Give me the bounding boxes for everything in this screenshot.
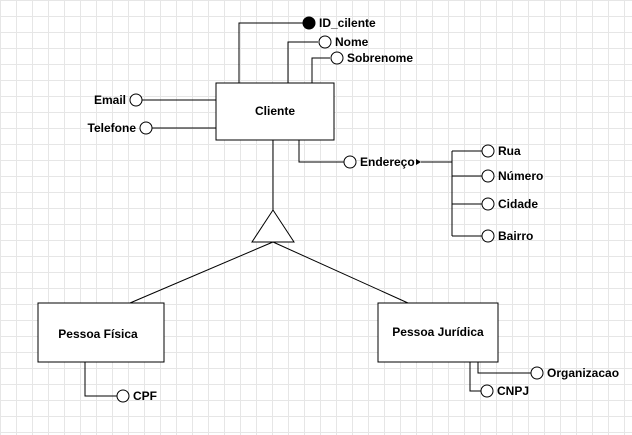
attribute-sobrenome-label: Sobrenome bbox=[347, 51, 413, 65]
specialization-triangle[interactable] bbox=[251, 209, 295, 243]
attribute-email[interactable]: Email bbox=[94, 93, 143, 107]
connector-id-cliente bbox=[238, 22, 303, 83]
attribute-cidade-label: Cidade bbox=[498, 197, 538, 211]
entity-pessoa-juridica-label: Pessoa Jurídica bbox=[392, 325, 484, 339]
attribute-marker bbox=[481, 169, 495, 183]
attribute-sobrenome[interactable]: Sobrenome bbox=[330, 51, 413, 65]
attribute-cpf-label: CPF bbox=[133, 389, 157, 403]
connector-sobrenome bbox=[311, 57, 330, 83]
connector-nome bbox=[287, 41, 318, 83]
attribute-telefone-label: Telefone bbox=[88, 121, 137, 135]
attribute-bairro-label: Bairro bbox=[498, 229, 533, 243]
entity-cliente[interactable]: Cliente bbox=[215, 82, 335, 141]
attribute-numero-label: Número bbox=[498, 169, 543, 183]
attribute-marker bbox=[481, 229, 495, 243]
attribute-marker bbox=[116, 389, 130, 403]
attribute-id-cliente[interactable]: ID_cilente bbox=[302, 16, 376, 30]
connector-endereco bbox=[298, 140, 344, 163]
attribute-marker bbox=[330, 51, 344, 65]
attribute-nome-label: Nome bbox=[335, 35, 369, 49]
attribute-organizacao[interactable]: Organizacao bbox=[530, 366, 619, 380]
attribute-telefone[interactable]: Telefone bbox=[88, 121, 153, 135]
connectors bbox=[84, 22, 531, 397]
connector-cpf bbox=[84, 362, 117, 397]
key-attribute-marker bbox=[302, 16, 316, 30]
connector-pessoa-juridica bbox=[272, 241, 409, 304]
attribute-rua-label: Rua bbox=[498, 144, 521, 158]
attribute-cnpj[interactable]: CNPJ bbox=[480, 384, 529, 398]
attribute-marker bbox=[481, 144, 495, 158]
attribute-cnpj-label: CNPJ bbox=[497, 384, 529, 398]
attribute-bairro[interactable]: Bairro bbox=[481, 229, 533, 243]
composite-attribute-marker bbox=[343, 155, 357, 169]
attribute-organizacao-label: Organizacao bbox=[547, 366, 619, 380]
attribute-marker bbox=[481, 197, 495, 211]
attribute-id-cliente-label: ID_cilente bbox=[319, 16, 376, 30]
entity-cliente-label: Cliente bbox=[255, 104, 295, 118]
attribute-marker bbox=[480, 384, 494, 398]
attribute-cidade[interactable]: Cidade bbox=[481, 197, 538, 211]
attribute-marker bbox=[139, 121, 153, 135]
entity-pessoa-fisica-label: Pessoa Física bbox=[58, 327, 138, 341]
attribute-endereco-label: Endereço bbox=[360, 155, 415, 169]
connector-pessoa-fisica bbox=[129, 241, 274, 304]
attribute-marker bbox=[318, 35, 332, 49]
connector-cnpj bbox=[469, 362, 481, 392]
attribute-email-label: Email bbox=[94, 93, 126, 107]
attribute-nome[interactable]: Nome bbox=[318, 35, 369, 49]
attribute-rua[interactable]: Rua bbox=[481, 144, 521, 158]
composite-arrow-icon bbox=[416, 159, 421, 165]
attribute-marker bbox=[129, 93, 143, 107]
attribute-marker bbox=[530, 366, 544, 380]
entity-pessoa-juridica[interactable]: Pessoa Jurídica bbox=[377, 302, 499, 363]
entity-pessoa-fisica[interactable]: Pessoa Física bbox=[37, 302, 165, 363]
attribute-endereco[interactable]: Endereço bbox=[343, 155, 421, 169]
connector-organizacao bbox=[477, 362, 531, 374]
attribute-cpf[interactable]: CPF bbox=[116, 389, 157, 403]
attribute-numero[interactable]: Número bbox=[481, 169, 543, 183]
